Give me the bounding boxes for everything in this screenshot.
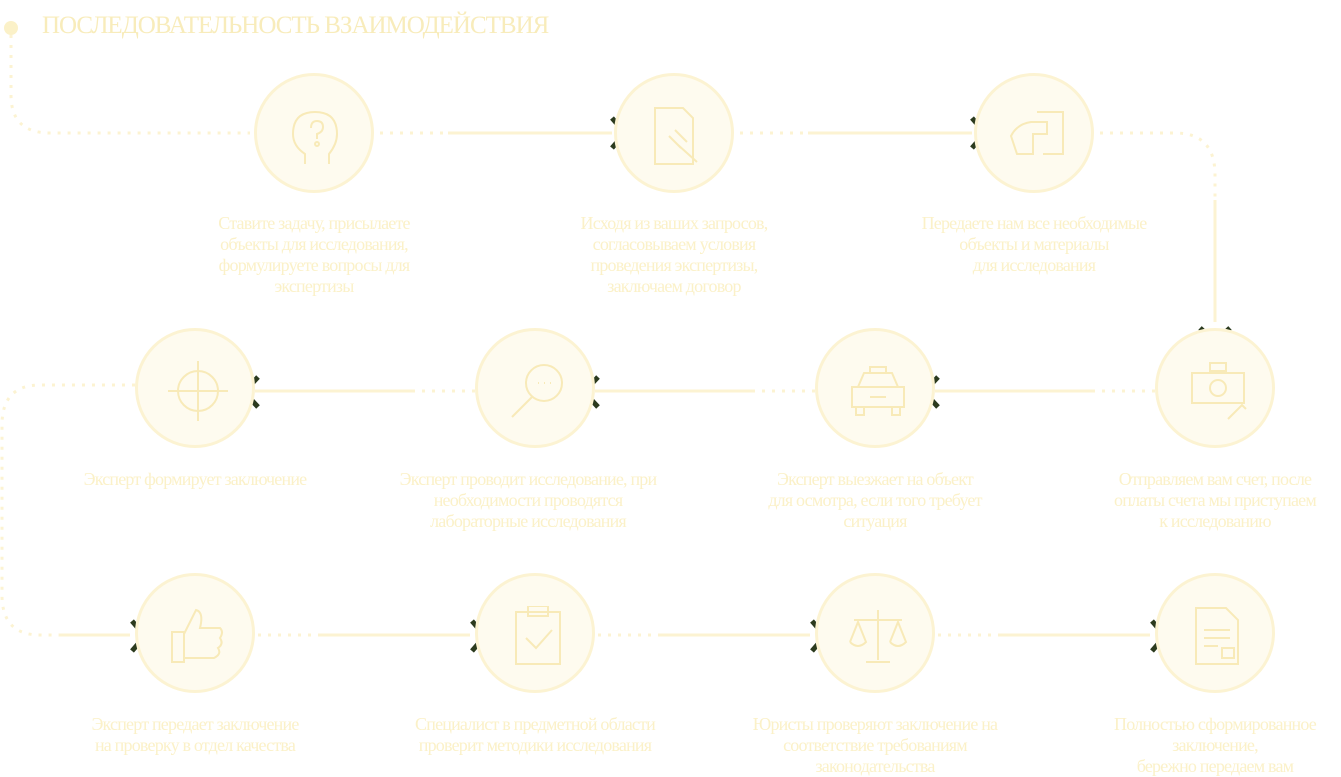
document-approved-icon [1195, 607, 1239, 665]
scales-icon [849, 610, 908, 663]
car-icon [851, 366, 905, 416]
head-question-icon [291, 110, 339, 164]
step-11 [1155, 573, 1275, 693]
money-hand-icon [1191, 362, 1247, 420]
thumbs-up-icon [171, 608, 223, 663]
connector-start [9, 35, 250, 135]
step-4 [1155, 328, 1275, 448]
magnifier-icon [511, 364, 563, 418]
step-9 [475, 573, 595, 693]
step-2-description: Исходя из ваших запросов,согласовываем у… [580, 213, 769, 296]
crosshair-icon [168, 361, 228, 421]
step-5 [815, 328, 935, 448]
step-10 [815, 573, 935, 693]
hand-document-icon [1009, 111, 1064, 155]
step-6 [475, 328, 595, 448]
title-bullet [4, 21, 18, 35]
document-gavel-icon [654, 107, 698, 165]
clipboard-check-icon [515, 606, 561, 665]
step-2 [614, 73, 734, 193]
page-title: ПОСЛЕДОВАТЕЛЬНОСТЬ ВЗАИМОДЕЙСТВИЯ [42, 12, 549, 39]
step-7-description: Эксперт формирует заключение [83, 469, 308, 489]
step-1 [254, 73, 374, 193]
step-3 [974, 73, 1094, 193]
step-7 [135, 328, 255, 448]
step-8 [135, 573, 255, 693]
